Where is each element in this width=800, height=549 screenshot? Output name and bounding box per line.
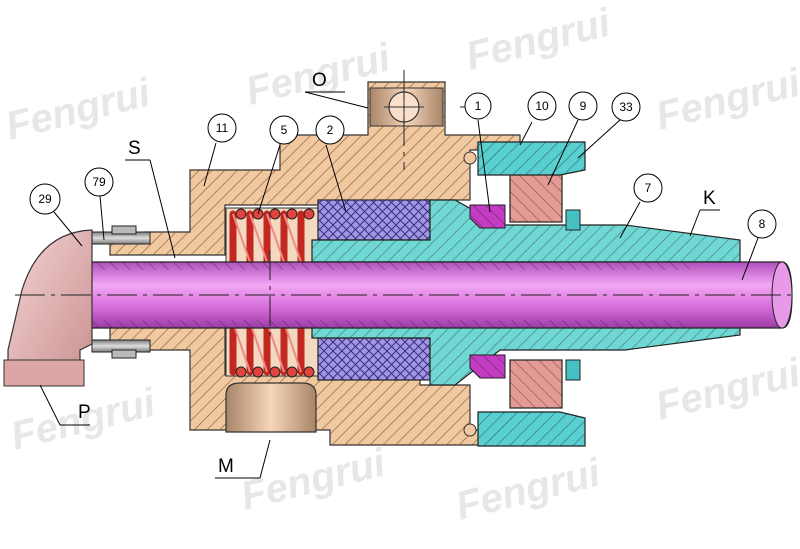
svg-text:79: 79 <box>92 175 106 189</box>
svg-text:11: 11 <box>216 121 229 135</box>
watermark-text: Fengrui <box>652 60 800 138</box>
label-s: S <box>128 138 141 159</box>
svg-text:2: 2 <box>327 123 334 137</box>
callout-5: 5 <box>257 115 299 215</box>
callout-2: 2 <box>315 115 347 213</box>
callout-1: 1 <box>464 92 492 213</box>
nipple-part-79 <box>91 225 151 359</box>
label-p: P <box>78 402 91 423</box>
svg-text:5: 5 <box>281 123 288 137</box>
callout-33: 33 <box>577 92 641 159</box>
svg-text:10: 10 <box>535 99 549 113</box>
callout-10: 10 <box>519 91 557 146</box>
nut-part-10 <box>463 141 586 447</box>
seal-part-1 <box>469 204 506 379</box>
letter-labels: O S K P M <box>39 70 720 479</box>
svg-text:7: 7 <box>645 181 652 195</box>
callout-7: 7 <box>619 173 663 239</box>
svg-text:8: 8 <box>759 217 766 231</box>
packing-part-2 <box>317 199 431 381</box>
watermark-text: Fengrui <box>462 0 616 78</box>
label-m: M <box>218 456 234 477</box>
watermark-text: Fengrui <box>237 440 391 518</box>
watermark-text: Fengrui <box>2 70 156 148</box>
sleeve-part-7 <box>311 199 741 386</box>
watermark-text: Fengrui <box>652 350 800 428</box>
elbow-part-29 <box>3 229 93 387</box>
callout-9: 9 <box>547 91 598 186</box>
svg-text:1: 1 <box>475 99 482 113</box>
watermark-text: Fengrui <box>452 450 606 528</box>
svg-text:9: 9 <box>580 99 587 113</box>
label-k: K <box>703 188 716 209</box>
callout-8: 8 <box>741 209 777 281</box>
callout-11: 11 <box>203 113 237 187</box>
label-o: O <box>312 70 327 91</box>
callouts: 1 10 9 33 11 5 2 <box>29 91 777 281</box>
port-o-hole <box>369 87 444 127</box>
ring-part-9 <box>509 171 563 409</box>
callout-29: 29 <box>29 183 83 247</box>
svg-text:33: 33 <box>619 100 633 114</box>
callout-79: 79 <box>84 167 114 241</box>
port-m-outlet <box>225 382 317 433</box>
svg-text:29: 29 <box>38 192 52 206</box>
